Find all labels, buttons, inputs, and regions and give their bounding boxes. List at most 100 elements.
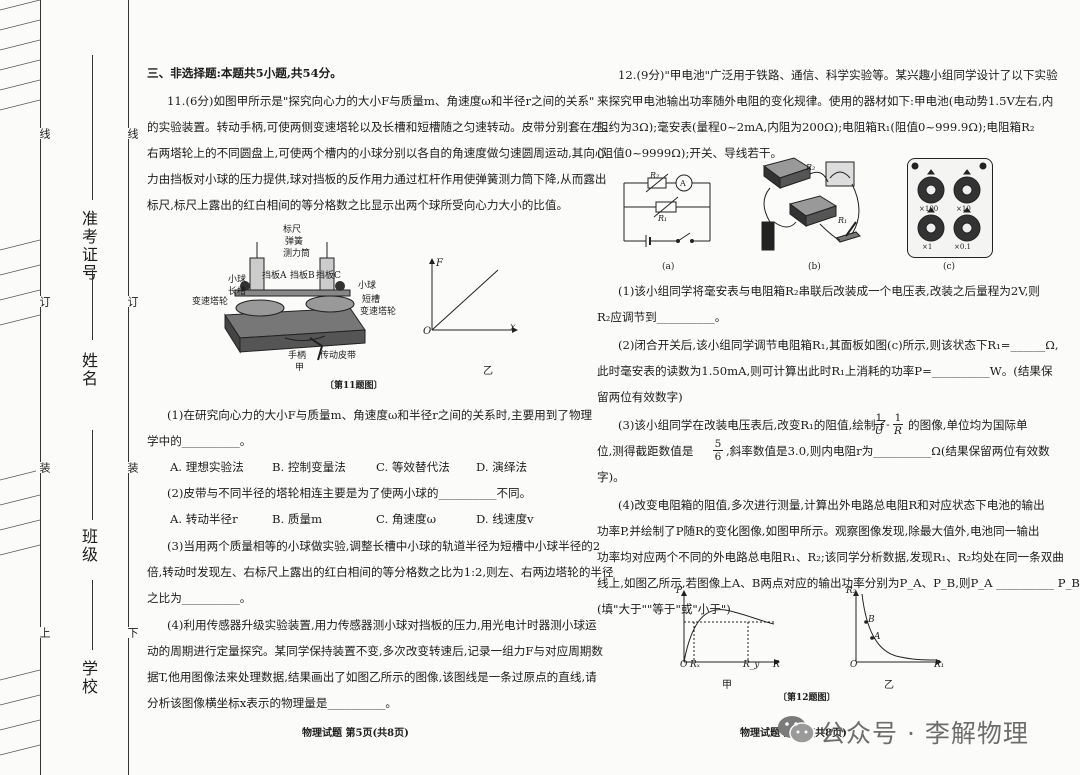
class-label: 班级 bbox=[79, 528, 98, 564]
exam-id-line bbox=[92, 55, 93, 200]
apparatus-R1-label: R₁ bbox=[838, 216, 848, 225]
binding-mark-zhuang-right: 装 bbox=[124, 462, 140, 473]
watermark: 公众号 · 李解物理 bbox=[776, 706, 1066, 752]
fig-label: 挡板B bbox=[290, 271, 315, 281]
fraction-dash: - bbox=[886, 418, 890, 431]
graph-point-B: B bbox=[868, 615, 875, 625]
fig-label-b: (b) bbox=[808, 262, 821, 272]
q12-4-line: 功率均对应两个不同的外电路总电阻R₁、R₂;该同学分析数据,发现R₁、R₂均处在… bbox=[597, 550, 1064, 564]
graph-axis-R: R bbox=[773, 660, 780, 670]
fig-label: 变速塔轮 bbox=[360, 307, 397, 317]
fig-label: 标尺 bbox=[283, 225, 302, 235]
dial-label-x10: ×10 bbox=[956, 205, 971, 213]
graph-Ry: R_y bbox=[743, 660, 760, 670]
q12-line: 阻约为3Ω);毫安表(量程0~2mA,内阻为200Ω);电阻箱R₁(阻值0~99… bbox=[597, 120, 1035, 134]
section-title: 三、非选择题:本题共5小题,共54分。 bbox=[147, 66, 342, 80]
q11-2-line: (2)皮带与不同半径的塔轮相连主要是为了使两小球的__________不同。 bbox=[167, 486, 532, 500]
q12-4-line: 线上,如图乙所示,若图像上A、B两点对应的输出功率分别为P_A、P_B,则P_A… bbox=[597, 576, 1080, 590]
q11-4-line: 据T,他用图像法来处理数据,结果画出了如图乙所示的图像,该图线是一条过原点的直线… bbox=[147, 670, 597, 684]
q12-1-line: (1)该小组同学将毫安表与电阻箱R₂串联后改装成一个电压表,改装之后量程为2V,… bbox=[618, 284, 1040, 298]
q11-2-option: B. 质量m bbox=[272, 512, 323, 526]
binding-mark-xian-right: 线 bbox=[124, 128, 140, 139]
hatching-decoration bbox=[0, 0, 40, 756]
fraction-1-over-U: 1 U bbox=[874, 412, 884, 437]
q11-line: 的实验装置。转动手柄,可使两侧变速塔轮以及长槽和短槽随之匀速转动。皮带分别套在左… bbox=[147, 120, 615, 134]
graph-axis-P: P bbox=[676, 586, 683, 596]
dial-label-x100: ×100 bbox=[919, 205, 939, 213]
fig-label: 手柄 bbox=[288, 351, 307, 361]
binding-mark-xian-left: 线 bbox=[36, 128, 52, 139]
fig-label: 测力筒 bbox=[283, 249, 311, 259]
circuit-R2-label: R₂ bbox=[650, 171, 660, 180]
binding-line-outer bbox=[40, 0, 41, 775]
q12-2-line: 此时毫安表的读数为1.50mA,则可计算出此时R₁上消耗的功率P=_______… bbox=[597, 364, 1053, 378]
circuit-ammeter-label: A bbox=[680, 179, 686, 188]
q12-circuit-a bbox=[623, 173, 711, 247]
left-footer: 物理试题 第5页(共8页) bbox=[302, 728, 409, 739]
q12-3-line: 字)。 bbox=[597, 470, 625, 484]
graph-axis-F: F bbox=[436, 258, 443, 269]
q11-3-line: (3)当用两个质量相等的小球做实验,调整长槽中小球的轨道半径为短槽中小球半径的2 bbox=[167, 539, 601, 553]
binding-mark-shang: 上 bbox=[36, 627, 52, 638]
graph-origin: O bbox=[850, 660, 858, 670]
fraction-1-over-R: 1 R bbox=[893, 412, 903, 437]
fraction-denominator: 6 bbox=[714, 451, 722, 463]
graph-origin: O bbox=[680, 660, 688, 670]
fig-label-yi: 乙 bbox=[483, 366, 493, 377]
watermark-text: 公众号 · 李解物理 bbox=[820, 719, 1029, 748]
dial-label-x1: ×1 bbox=[922, 243, 933, 251]
fig-label-a: (a) bbox=[662, 262, 675, 272]
fig-label: 小球 bbox=[358, 281, 377, 291]
name-label: 姓名 bbox=[79, 352, 98, 388]
q12-line: 12.(9分)"甲电池"广泛用于铁路、通信、科学实验等。某兴趣小组同学设计了以下… bbox=[618, 68, 1058, 82]
graph-point-A: A bbox=[874, 632, 881, 642]
q11-caption: 〔第11题图〕 bbox=[325, 381, 383, 391]
q12-4-line: (填"大于""等于"或"小于") bbox=[597, 602, 731, 616]
q11-4-line: (4)利用传感器升级实验装置,用力传感器测小球对挡板的压力,用光电计时器测小球运 bbox=[167, 618, 597, 632]
fraction-denominator: U bbox=[874, 425, 884, 437]
q12-2-line: 留两位有效数字) bbox=[597, 390, 683, 404]
fig-label: 弹簧 bbox=[285, 237, 304, 247]
q11-line: 力由挡板对小球的压力提供,球对挡板的反作用力通过杠杆作用使弹簧测力筒下降,从而露… bbox=[147, 172, 607, 186]
q11-3-line: 倍,转动时发现左、右标尺上露出的红白相间的等分格数之比为1:2,则左、右两边塔轮… bbox=[147, 565, 614, 579]
fig-label: 变速塔轮 bbox=[192, 297, 229, 307]
q11-2-option: A. 转动半径r bbox=[170, 512, 238, 526]
q12-dial-panel-c bbox=[907, 158, 993, 258]
graph-axis-x: x bbox=[510, 322, 516, 333]
school-line bbox=[92, 580, 93, 650]
fraction-numerator: 1 bbox=[874, 412, 884, 425]
binding-mark-ding-right: 订 bbox=[124, 296, 140, 307]
dial-graphics bbox=[911, 162, 987, 242]
q11-4-line: 动的周期进行定量探究。某同学保持装置不变,多次改变转速后,记录一组力F与对应周期… bbox=[147, 644, 603, 658]
fig-label-jia: 甲 bbox=[295, 363, 305, 373]
q12-2-line: (2)闭合开关后,该小组同学调节电阻箱R₁,其面板如图(c)所示,则该状态下R₁… bbox=[618, 338, 1059, 352]
fraction-numerator: 1 bbox=[893, 412, 903, 425]
q11-1-option: A. 理想实验法 bbox=[170, 460, 244, 474]
q11-1-option: D. 演绎法 bbox=[476, 460, 528, 474]
graph-Rx: Rₓ bbox=[690, 660, 700, 670]
fraction-numerator: 5 bbox=[713, 438, 723, 451]
q12-apparatus-b bbox=[761, 157, 861, 251]
q11-graph-yi bbox=[429, 258, 518, 333]
graph-axis-R2: R₂ bbox=[846, 586, 857, 596]
q11-2-option: C. 角速度ω bbox=[376, 512, 437, 526]
exam-id-label: 准考证号 bbox=[79, 210, 98, 282]
q11-4-line: 分析该图像横坐标x表示的物理量是__________。 bbox=[147, 696, 398, 710]
q11-line: 右两塔轮上的不同圆盘上,可使两个槽内的小球分别以各自的角速度做匀速圆周运动,其向… bbox=[147, 146, 607, 160]
fig-label: 长槽 bbox=[228, 287, 247, 297]
q11-2-option: D. 线速度v bbox=[476, 512, 534, 526]
q11-3-line: 之比为__________。 bbox=[147, 591, 252, 605]
q12-graph-hyperbola bbox=[853, 590, 942, 665]
fig-label-c: (c) bbox=[943, 262, 956, 272]
q12-3-line: (3)该小组同学在改装电压表后,改变R₁的阻值,绘制了 bbox=[618, 418, 888, 432]
q12-4-line: 功率P,并绘制了P随R的变化图像,如图甲所示。观察图像发现,除最大值外,电池同一… bbox=[597, 524, 1040, 538]
fraction-denominator: R bbox=[894, 425, 902, 437]
graph-jia-label: 甲 bbox=[722, 680, 732, 691]
q12-3-line: 的图像,单位均为国际单 bbox=[908, 418, 1028, 432]
binding-line-inner bbox=[128, 0, 129, 775]
apparatus-R2-label: R₂ bbox=[806, 163, 816, 172]
school-label: 学校 bbox=[79, 660, 98, 696]
binding-mark-ding-left: 订 bbox=[36, 296, 52, 307]
q12-graph-P-R bbox=[681, 590, 780, 665]
fraction-5-over-6: 5 6 bbox=[713, 438, 723, 463]
